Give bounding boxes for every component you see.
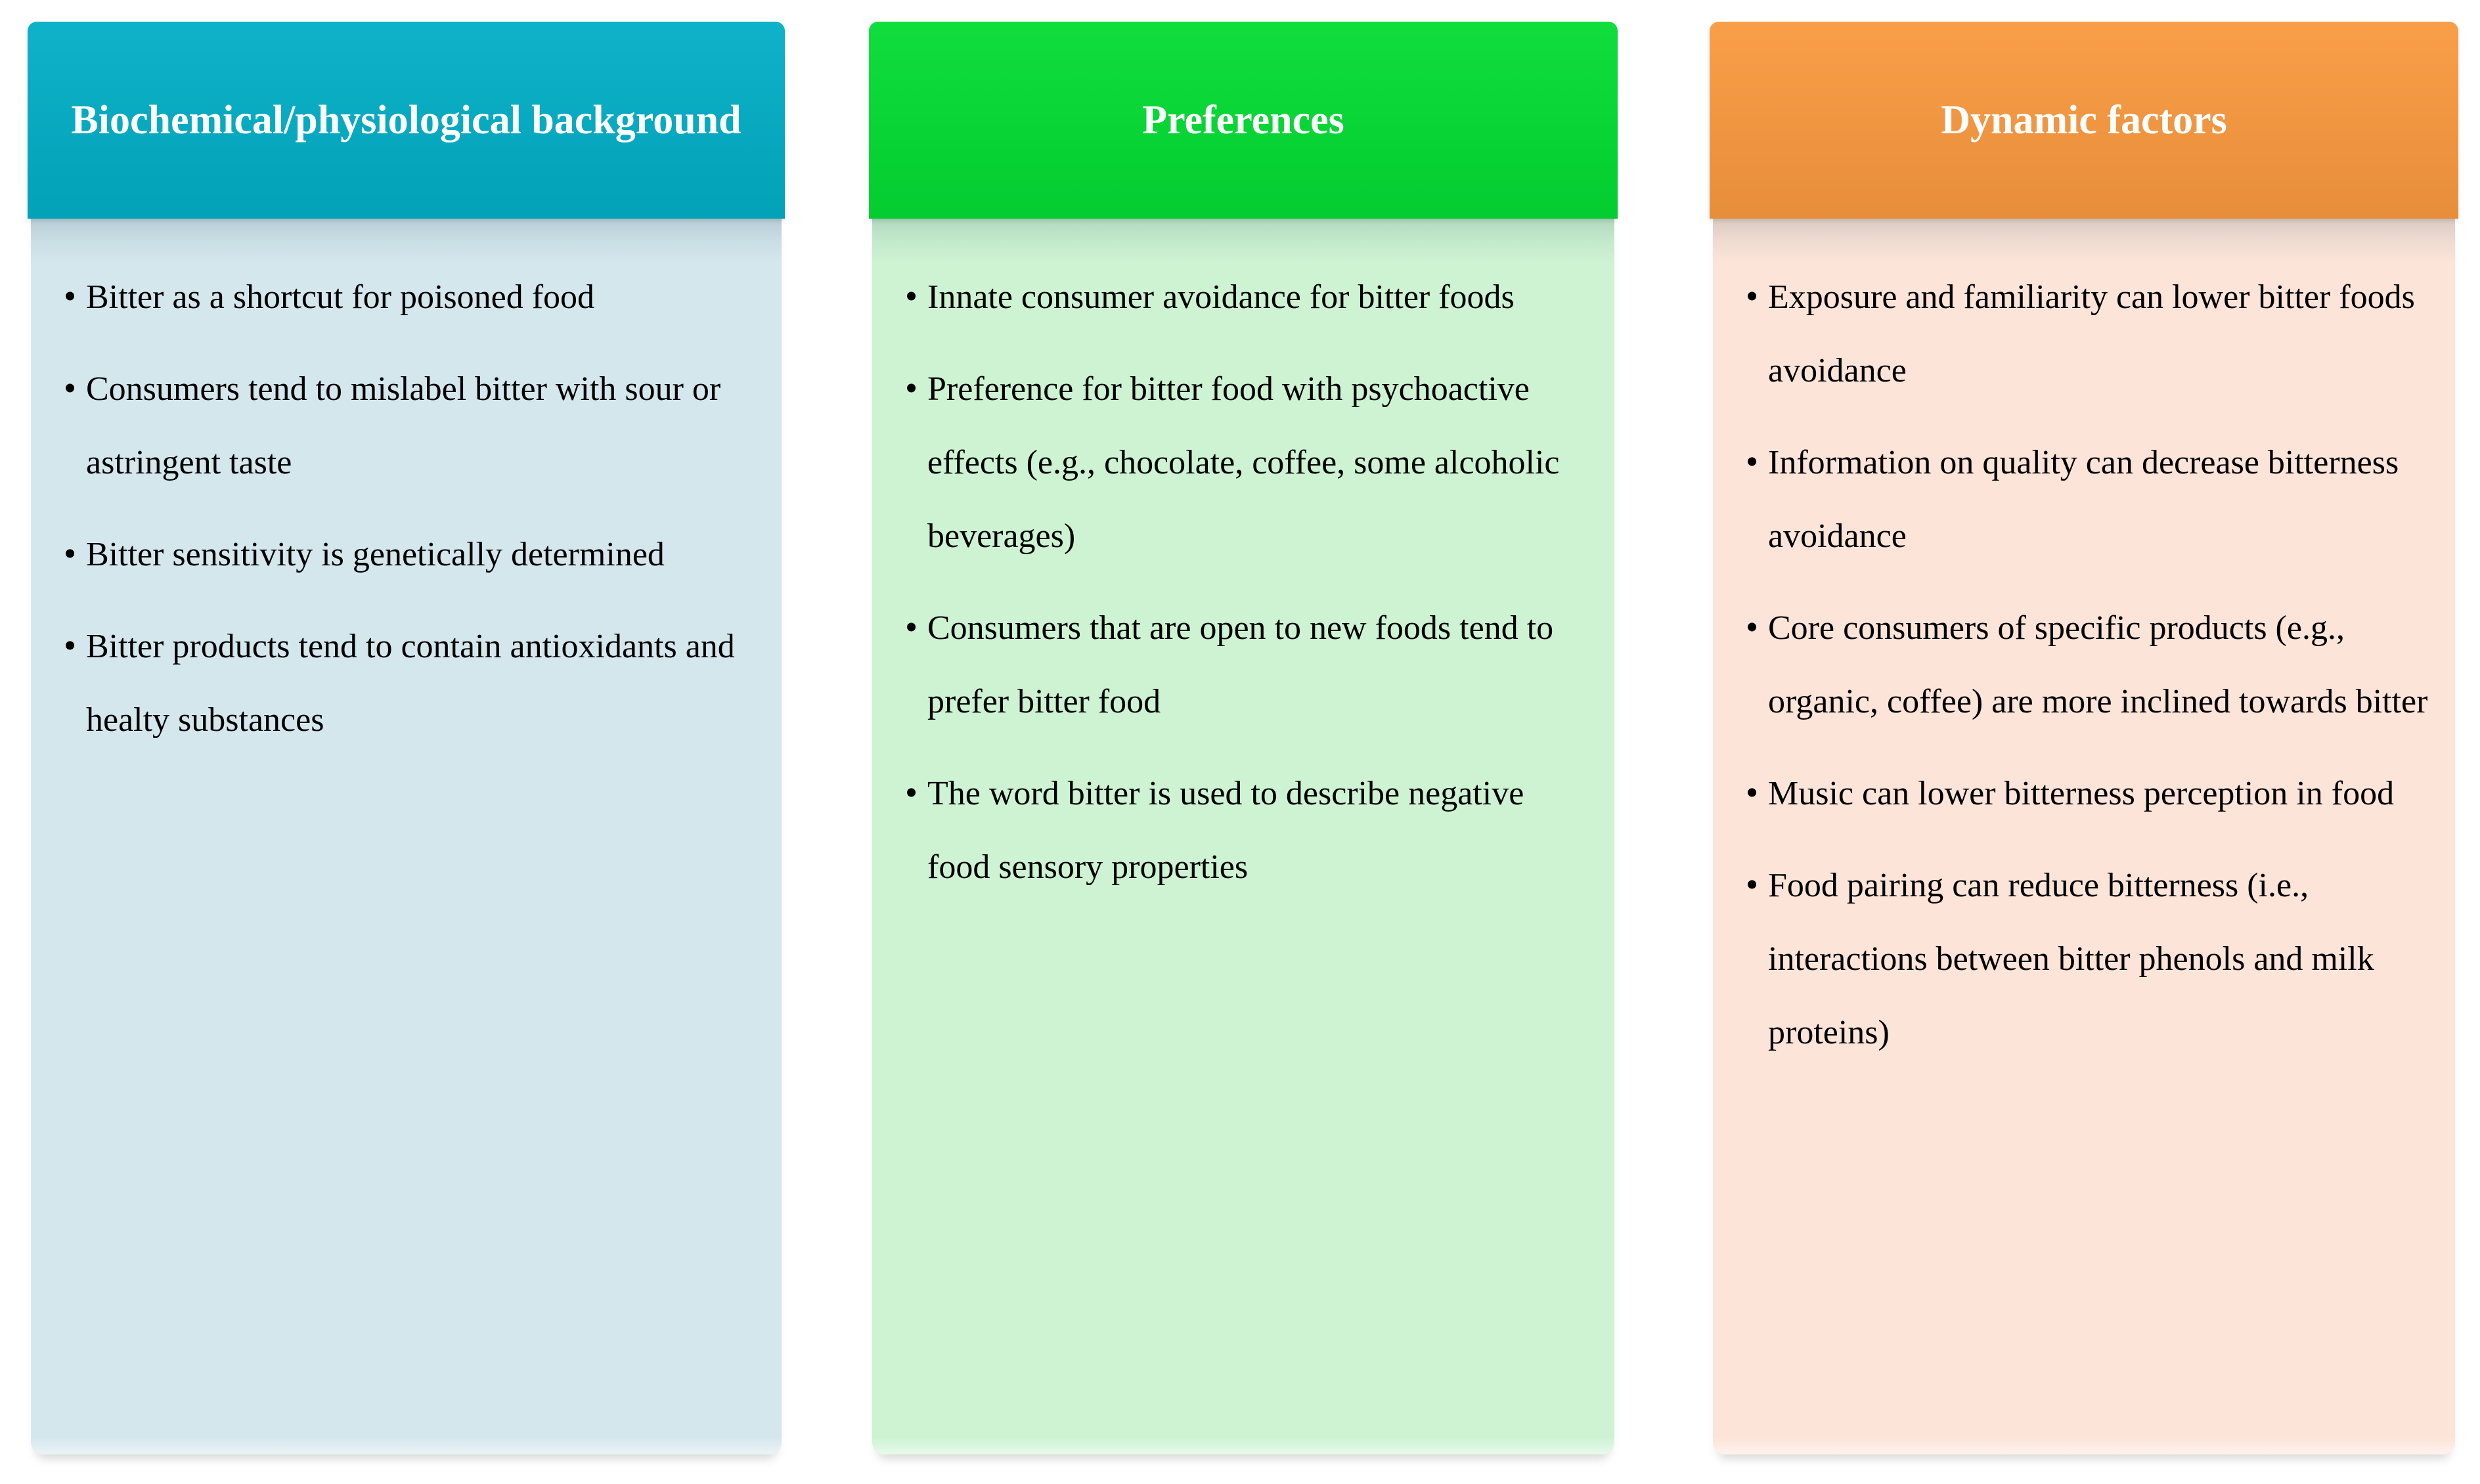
list-item: •Exposure and familiarity can lower bitt… bbox=[1713, 259, 2435, 408]
bullet-text: Bitter sensitivity is genetically determ… bbox=[86, 536, 665, 573]
list-item: •The word bitter is used to describe neg… bbox=[872, 756, 1595, 904]
bullet-icon: • bbox=[905, 607, 918, 647]
column-dynamic-factors: Dynamic factors •Exposure and familiarit… bbox=[1710, 22, 2458, 1454]
column-preferences: Preferences •Innate consumer avoidance f… bbox=[869, 22, 1618, 1454]
list-item: •Information on quality can decrease bit… bbox=[1713, 425, 2435, 573]
bullet-text: Innate consumer avoidance for bitter foo… bbox=[927, 278, 1515, 316]
column-body-preferences: •Innate consumer avoidance for bitter fo… bbox=[872, 219, 1614, 1454]
bullet-icon: • bbox=[1746, 276, 1759, 316]
bullet-list-preferences: •Innate consumer avoidance for bitter fo… bbox=[872, 219, 1614, 904]
bullet-icon: • bbox=[1746, 441, 1759, 481]
bullet-icon: • bbox=[64, 276, 77, 316]
bullet-text: Bitter as a shortcut for poisoned food bbox=[86, 278, 595, 316]
bullet-icon: • bbox=[64, 368, 77, 408]
list-item: •Bitter sensitivity is genetically deter… bbox=[31, 517, 762, 592]
bullet-list-biochemical: •Bitter as a shortcut for poisoned food•… bbox=[31, 219, 782, 757]
column-title-biochemical: Biochemical/physiological background bbox=[71, 98, 742, 142]
list-item: •Bitter products tend to contain antioxi… bbox=[31, 609, 762, 757]
bullet-text: Food pairing can reduce bitterness (i.e.… bbox=[1768, 867, 2374, 1051]
bullet-icon: • bbox=[1746, 772, 1759, 812]
column-body-dynamic-factors: •Exposure and familiarity can lower bitt… bbox=[1713, 219, 2455, 1454]
bullet-text: Consumers that are open to new foods ten… bbox=[927, 609, 1554, 720]
column-biochemical-background: Biochemical/physiological background •Bi… bbox=[28, 22, 785, 1454]
list-item: •Innate consumer avoidance for bitter fo… bbox=[872, 259, 1595, 334]
bullet-icon: • bbox=[1746, 864, 1759, 904]
bullet-icon: • bbox=[64, 533, 77, 573]
bullet-icon: • bbox=[1746, 607, 1759, 647]
bullet-icon: • bbox=[905, 368, 918, 408]
bullet-text: The word bitter is used to describe nega… bbox=[927, 775, 1524, 886]
bullet-text: Core consumers of specific products (e.g… bbox=[1768, 609, 2428, 720]
bullet-text: Bitter products tend to contain antioxid… bbox=[86, 628, 735, 739]
bullet-icon: • bbox=[64, 625, 77, 665]
list-item: •Consumers tend to mislabel bitter with … bbox=[31, 351, 762, 500]
bullet-icon: • bbox=[905, 772, 918, 812]
column-body-biochemical: •Bitter as a shortcut for poisoned food•… bbox=[31, 219, 782, 1454]
column-header-preferences: Preferences bbox=[869, 22, 1618, 219]
list-item: •Food pairing can reduce bitterness (i.e… bbox=[1713, 848, 2435, 1070]
bullet-text: Preference for bitter food with psychoac… bbox=[927, 370, 1560, 555]
bullet-text: Music can lower bitterness perception in… bbox=[1768, 775, 2395, 812]
column-title-preferences: Preferences bbox=[1142, 98, 1344, 142]
bullet-list-dynamic-factors: •Exposure and familiarity can lower bitt… bbox=[1713, 219, 2455, 1070]
list-item: •Core consumers of specific products (e.… bbox=[1713, 590, 2435, 739]
list-item: •Bitter as a shortcut for poisoned food bbox=[31, 259, 762, 334]
bullet-text: Exposure and familiarity can lower bitte… bbox=[1768, 278, 2415, 389]
list-item: •Music can lower bitterness perception i… bbox=[1713, 756, 2435, 831]
column-header-biochemical: Biochemical/physiological background bbox=[28, 22, 785, 219]
column-header-dynamic-factors: Dynamic factors bbox=[1710, 22, 2458, 219]
column-title-dynamic-factors: Dynamic factors bbox=[1941, 98, 2227, 142]
list-item: •Preference for bitter food with psychoa… bbox=[872, 351, 1595, 573]
list-item: •Consumers that are open to new foods te… bbox=[872, 590, 1595, 739]
bullet-text: Information on quality can decrease bitt… bbox=[1768, 444, 2399, 555]
bullet-icon: • bbox=[905, 276, 918, 316]
bullet-text: Consumers tend to mislabel bitter with s… bbox=[86, 370, 721, 481]
